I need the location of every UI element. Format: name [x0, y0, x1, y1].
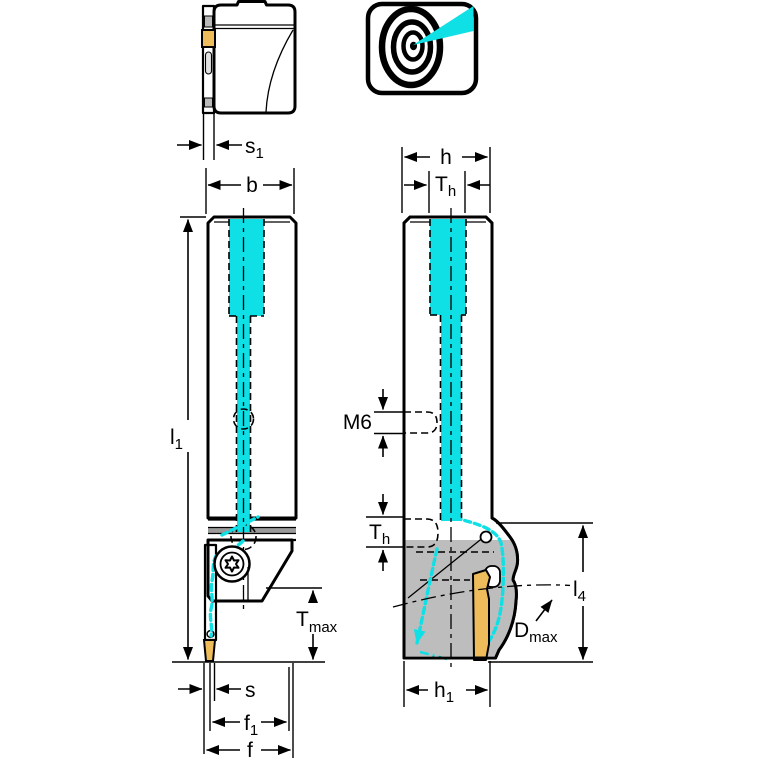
dimension-label-s1: s1: [245, 135, 264, 162]
dimension-l1: l1: [165, 216, 206, 660]
dimension-label-f: f: [247, 739, 253, 762]
dimension-label-b: b: [246, 174, 258, 197]
dimension-h1: h1: [403, 661, 491, 707]
coolant-duct-side-right: [453, 516, 506, 643]
front-head: [206, 538, 294, 603]
top-view-blade-slot: [204, 51, 213, 75]
dimension-th-top: Th: [404, 169, 490, 213]
front-view: [202, 208, 298, 662]
dimension-label-l1: l1: [170, 426, 183, 453]
coolant-channel-wide: [229, 219, 264, 316]
dimension-s1: s1: [177, 113, 264, 162]
precision-coolant-icon: [365, 1, 479, 96]
dimension-label-f1: f1: [244, 712, 258, 739]
label-background: [570, 575, 594, 602]
side-insert: [472, 569, 491, 661]
coolant-duct-front: [220, 515, 260, 537]
dimension-label-h1: h1: [434, 679, 454, 706]
dimension-b: b: [205, 168, 295, 214]
dimension-l4: l4: [488, 522, 594, 663]
clamp-edge: [407, 531, 491, 599]
m6-port-projection: [232, 408, 255, 430]
dimension-th-side: Th: [365, 494, 404, 571]
dimension-m6: M6: [343, 389, 404, 457]
dimension-arrow: [535, 599, 553, 622]
label-background: [165, 423, 189, 450]
dimension-label-m6: M6: [343, 411, 372, 434]
top-view-blade-detail: [204, 15, 213, 28]
side-view: [402, 208, 520, 670]
label-background: [365, 518, 399, 545]
top-view-insert: [201, 29, 216, 48]
dimension-label-tmax: Tmax: [296, 608, 338, 636]
top-view-sweep-curve: [265, 29, 294, 113]
coolant-channel-wide: [430, 219, 466, 315]
dimension-label-l4: l4: [573, 578, 586, 605]
label-background: [293, 603, 345, 634]
nozzle-hole: [479, 530, 493, 544]
coolant-beam: [413, 6, 474, 45]
dimension-s-f1-f: s f1 f: [178, 663, 294, 762]
dimension-label-h: h: [440, 146, 452, 169]
front-seam-band: [208, 527, 296, 534]
front-shank: [206, 215, 298, 520]
m6-port: [403, 411, 438, 434]
dimension-label-th: Th: [435, 173, 456, 200]
coolant-duct-side-left: [413, 547, 439, 645]
top-view: [201, 0, 297, 115]
torx-socket-icon: [224, 555, 240, 573]
target-ring-middle: [390, 19, 434, 75]
label-background: [433, 169, 461, 198]
top-view-blade-detail: [204, 97, 213, 108]
dimension-label-th-side: Th: [369, 521, 390, 548]
side-outline: [402, 215, 520, 660]
target-ring-inner: [401, 30, 425, 62]
clamp-screw-head: [219, 551, 245, 577]
front-insert: [202, 639, 217, 662]
target-ring-outer: [378, 5, 444, 89]
th-port: [403, 518, 439, 548]
dimension-tmax: Tmax: [172, 587, 345, 663]
dimension-h: h: [401, 146, 491, 213]
dimension-label-s: s: [245, 679, 256, 702]
dimension-label-dmax: Dmax: [514, 619, 558, 646]
top-view-blade: [201, 4, 216, 115]
top-view-body: [212, 0, 297, 115]
